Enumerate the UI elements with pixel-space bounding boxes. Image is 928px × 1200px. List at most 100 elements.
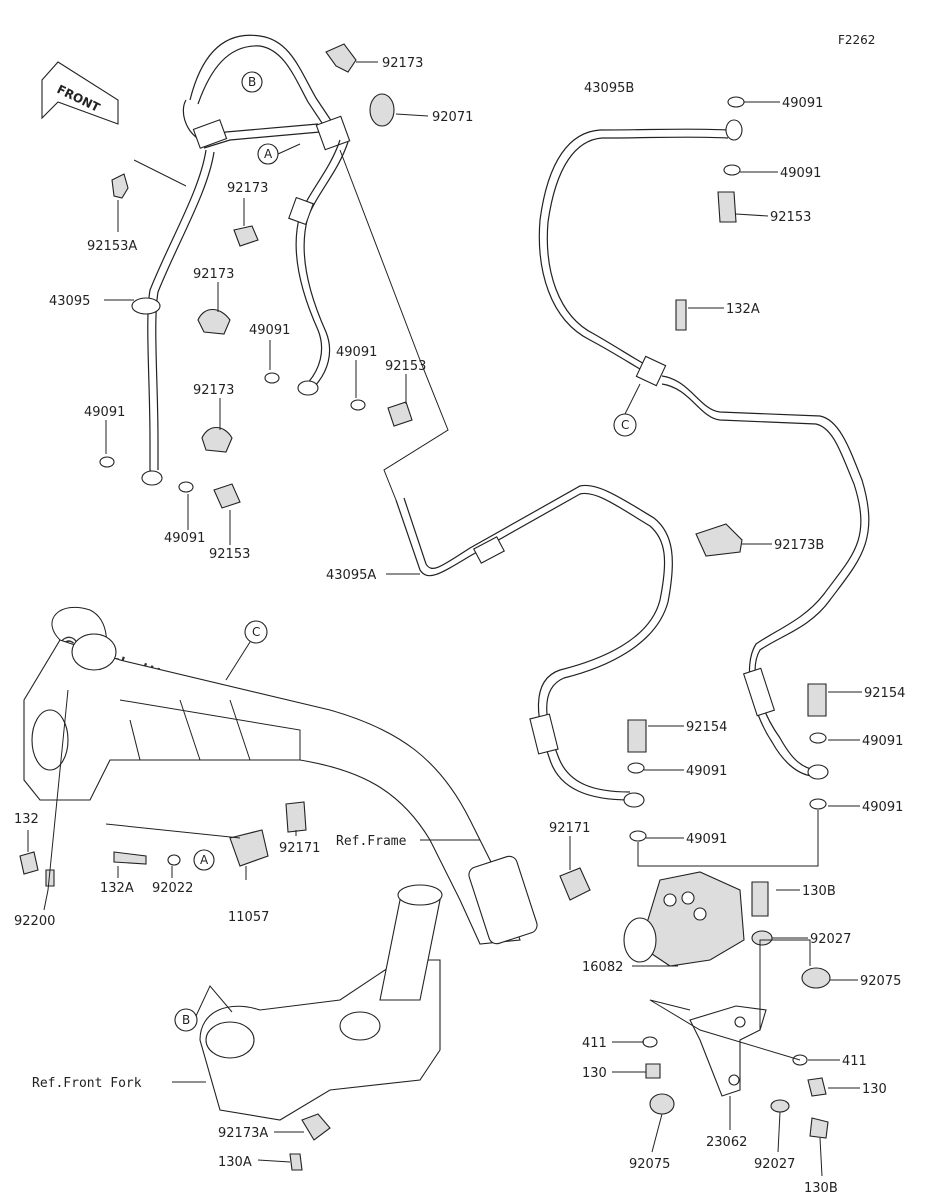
washer-49091-j[interactable] <box>629 830 647 842</box>
label-92022[interactable]: 92022 <box>152 881 193 896</box>
bolt-130-a[interactable] <box>645 1063 661 1079</box>
label-92200[interactable]: 92200 <box>14 914 55 929</box>
label-92173A[interactable]: 92173A <box>218 1126 268 1141</box>
label-92027-b[interactable]: 92027 <box>754 1157 795 1172</box>
washer-49091-b[interactable] <box>264 372 280 384</box>
clip-92173A[interactable] <box>301 1113 331 1141</box>
label-49091-b[interactable]: 49091 <box>336 345 377 360</box>
label-132A-b[interactable]: 132A <box>100 881 134 896</box>
bolt-92153-b[interactable] <box>213 483 241 509</box>
label-43095B[interactable]: 43095B <box>584 81 634 96</box>
leader-lines <box>27 61 862 1177</box>
washer-92022[interactable] <box>167 854 181 866</box>
label-92173-4[interactable]: 92173 <box>193 383 234 398</box>
washer-49091-h[interactable] <box>627 762 645 774</box>
label-130A[interactable]: 130A <box>218 1155 252 1170</box>
clamp-92171-a[interactable] <box>285 801 307 833</box>
label-411-a[interactable]: 411 <box>582 1036 607 1051</box>
bracket-11057[interactable] <box>229 829 269 867</box>
bolt-130-b[interactable] <box>807 1077 827 1097</box>
label-11057[interactable]: 11057 <box>228 910 269 925</box>
bracket-23062[interactable] <box>689 1005 767 1097</box>
label-49091-c[interactable]: 49091 <box>84 405 125 420</box>
bolt-132A-a[interactable] <box>675 299 687 331</box>
grommet-92071[interactable] <box>369 93 395 127</box>
label-92171-a[interactable]: 92171 <box>549 821 590 836</box>
label-49091-j[interactable]: 49091 <box>686 832 727 847</box>
label-92154-b[interactable]: 92154 <box>864 686 905 701</box>
washer-49091-g[interactable] <box>723 164 741 176</box>
brake-hose-43095a[interactable] <box>339 149 673 808</box>
label-132[interactable]: 132 <box>14 812 39 827</box>
label-130-b[interactable]: 130 <box>862 1082 887 1097</box>
ref-front-fork-label: Ref.Front Fork <box>32 1076 142 1091</box>
washer-92027-b[interactable] <box>770 1099 790 1113</box>
washer-49091-f[interactable] <box>727 96 745 108</box>
clip-92200[interactable] <box>45 869 55 887</box>
label-49091-k[interactable]: 49091 <box>862 800 903 815</box>
clamp-92171-b[interactable] <box>559 867 591 901</box>
bolt-92153A[interactable] <box>111 173 129 199</box>
callout-c-right: C <box>621 418 629 432</box>
bolt-132A-b[interactable] <box>113 851 147 865</box>
label-49091-d[interactable]: 49091 <box>164 531 205 546</box>
bolt-130A[interactable] <box>289 1153 303 1171</box>
diagram-code: F2262 <box>838 33 875 47</box>
washer-411-a[interactable] <box>642 1036 658 1048</box>
washer-49091-a[interactable] <box>99 456 115 468</box>
label-130B-a[interactable]: 130B <box>802 884 836 899</box>
label-132A-a[interactable]: 132A <box>726 302 760 317</box>
label-92173-2[interactable]: 92173 <box>227 181 268 196</box>
abs-unit-16082[interactable] <box>623 871 745 967</box>
label-49091-i[interactable]: 49091 <box>862 734 903 749</box>
clip-92173B[interactable] <box>695 523 743 557</box>
washer-49091-k[interactable] <box>809 798 827 810</box>
label-49091-g[interactable]: 49091 <box>780 166 821 181</box>
clip-92173-c[interactable] <box>197 308 231 335</box>
frame-assembly <box>23 606 538 945</box>
label-92173-1[interactable]: 92173 <box>382 56 423 71</box>
clip-92173-b[interactable] <box>233 225 259 247</box>
label-130B-b[interactable]: 130B <box>804 1181 838 1196</box>
label-92027-a[interactable]: 92027 <box>810 932 851 947</box>
label-130-a[interactable]: 130 <box>582 1066 607 1081</box>
label-49091-f[interactable]: 49091 <box>782 96 823 111</box>
label-49091-h[interactable]: 49091 <box>686 764 727 779</box>
washer-49091-d[interactable] <box>178 481 194 493</box>
label-16082[interactable]: 16082 <box>582 960 623 975</box>
brake-hose-43095b[interactable] <box>538 119 870 780</box>
label-92173B[interactable]: 92173B <box>774 538 824 553</box>
clip-92173-top[interactable] <box>325 43 357 73</box>
grommet-92075-a[interactable] <box>801 967 831 989</box>
front-brake-hose-43095[interactable] <box>131 34 351 486</box>
label-23062[interactable]: 23062 <box>706 1135 747 1150</box>
label-411-b[interactable]: 411 <box>842 1054 867 1069</box>
label-49091-a[interactable]: 49091 <box>249 323 290 338</box>
washer-49091-i[interactable] <box>809 732 827 744</box>
label-92075-b[interactable]: 92075 <box>629 1157 670 1172</box>
bolt-130B-a[interactable] <box>751 881 769 917</box>
label-92173-3[interactable]: 92173 <box>193 267 234 282</box>
label-92153-a[interactable]: 92153 <box>385 359 426 374</box>
washer-49091-c[interactable] <box>350 399 366 411</box>
label-92153-b[interactable]: 92153 <box>209 547 250 562</box>
washer-92027-a[interactable] <box>751 930 773 946</box>
label-92075-a[interactable]: 92075 <box>860 974 901 989</box>
bolt-130B-b[interactable] <box>809 1117 829 1139</box>
label-92153-c[interactable]: 92153 <box>770 210 811 225</box>
front-direction-arrow: FRONT <box>41 61 119 125</box>
bolt-132[interactable] <box>19 851 39 875</box>
bolt-92154-b[interactable] <box>807 683 827 717</box>
bolt-92153-c[interactable] <box>717 191 737 223</box>
label-92171-b[interactable]: 92171 <box>279 841 320 856</box>
label-43095A[interactable]: 43095A <box>326 568 376 583</box>
clip-92173-d[interactable] <box>201 426 233 453</box>
grommet-92075-b[interactable] <box>649 1093 675 1115</box>
label-43095[interactable]: 43095 <box>49 294 90 309</box>
bolt-92153-a[interactable] <box>387 401 413 427</box>
label-92153A[interactable]: 92153A <box>87 239 137 254</box>
label-92071[interactable]: 92071 <box>432 110 473 125</box>
label-92154-a[interactable]: 92154 <box>686 720 727 735</box>
bolt-92154-a[interactable] <box>627 719 647 753</box>
